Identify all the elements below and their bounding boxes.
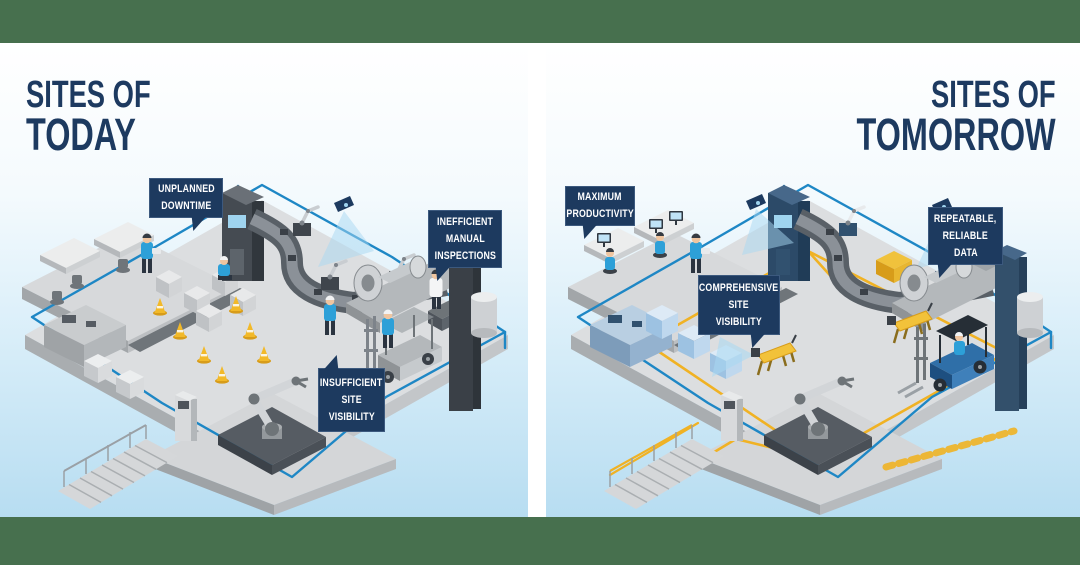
forklift (347, 307, 442, 391)
callout-comprehensive-visibility: COMPREHENSIVE SITE VISIBILITY (698, 275, 780, 348)
callout-repeatable-reliable-data: REPEATABLE, RELIABLE DATA (928, 207, 1003, 278)
callout-unplanned-downtime: UNPLANNED DOWNTIME (149, 178, 223, 231)
callout-insufficient-visibility: INSUFFICIENT SITE VISIBILITY (318, 355, 385, 432)
worker-figure (141, 233, 443, 348)
scattered-boxes (156, 268, 256, 332)
inspection-camera-icon (318, 196, 374, 267)
top-band (0, 0, 1080, 43)
robot-dog-icon (712, 302, 933, 377)
today-title: SITES OF TODAY (26, 74, 151, 161)
monitor-icon (597, 211, 683, 247)
forklift-driver (954, 332, 965, 355)
factory-scene-today (22, 183, 508, 515)
panel-sites-of-today: SITES OF TODAY UNPLANNED DOWNTIME INEFFI… (0, 43, 528, 517)
bottom-band (0, 517, 1080, 565)
callout-maximum-productivity: MAXIMUM PRODUCTIVITY (565, 186, 635, 239)
lathe-machine (892, 255, 1022, 333)
lathe-machine (346, 255, 476, 333)
panel-sites-of-tomorrow: SITES OF TOMORROW MAXIMUM PRODUCTIVITY R… (546, 43, 1080, 517)
robot-arm-icon (764, 376, 872, 475)
office-desks (40, 222, 154, 305)
tomorrow-title: SITES OF TOMORROW (856, 74, 1056, 161)
kiosk (175, 391, 197, 441)
staircase (58, 424, 178, 509)
tomorrow-title-line1: SITES OF (931, 74, 1056, 116)
tomorrow-title-line2: TOMORROW (856, 109, 1056, 161)
seated-operator (603, 232, 667, 274)
today-title-line1: SITES OF (26, 74, 151, 116)
worker-figure (690, 233, 710, 273)
kiosk (721, 391, 743, 441)
forklift (897, 315, 994, 399)
staircase (604, 424, 724, 509)
control-room (584, 210, 694, 274)
office-chair (50, 259, 130, 305)
robot-arm-icon (218, 376, 326, 475)
machine-station (44, 305, 144, 399)
factory-scene-tomorrow (568, 183, 1054, 515)
today-title-line2: TODAY (26, 109, 136, 161)
storage-tank (471, 292, 497, 338)
storage-tank (1017, 292, 1043, 338)
traffic-cones (153, 296, 271, 384)
callout-inefficient-inspections: INEFFICIENT MANUAL INSPECTIONS (428, 210, 502, 281)
robot-cell-icon (293, 205, 416, 290)
